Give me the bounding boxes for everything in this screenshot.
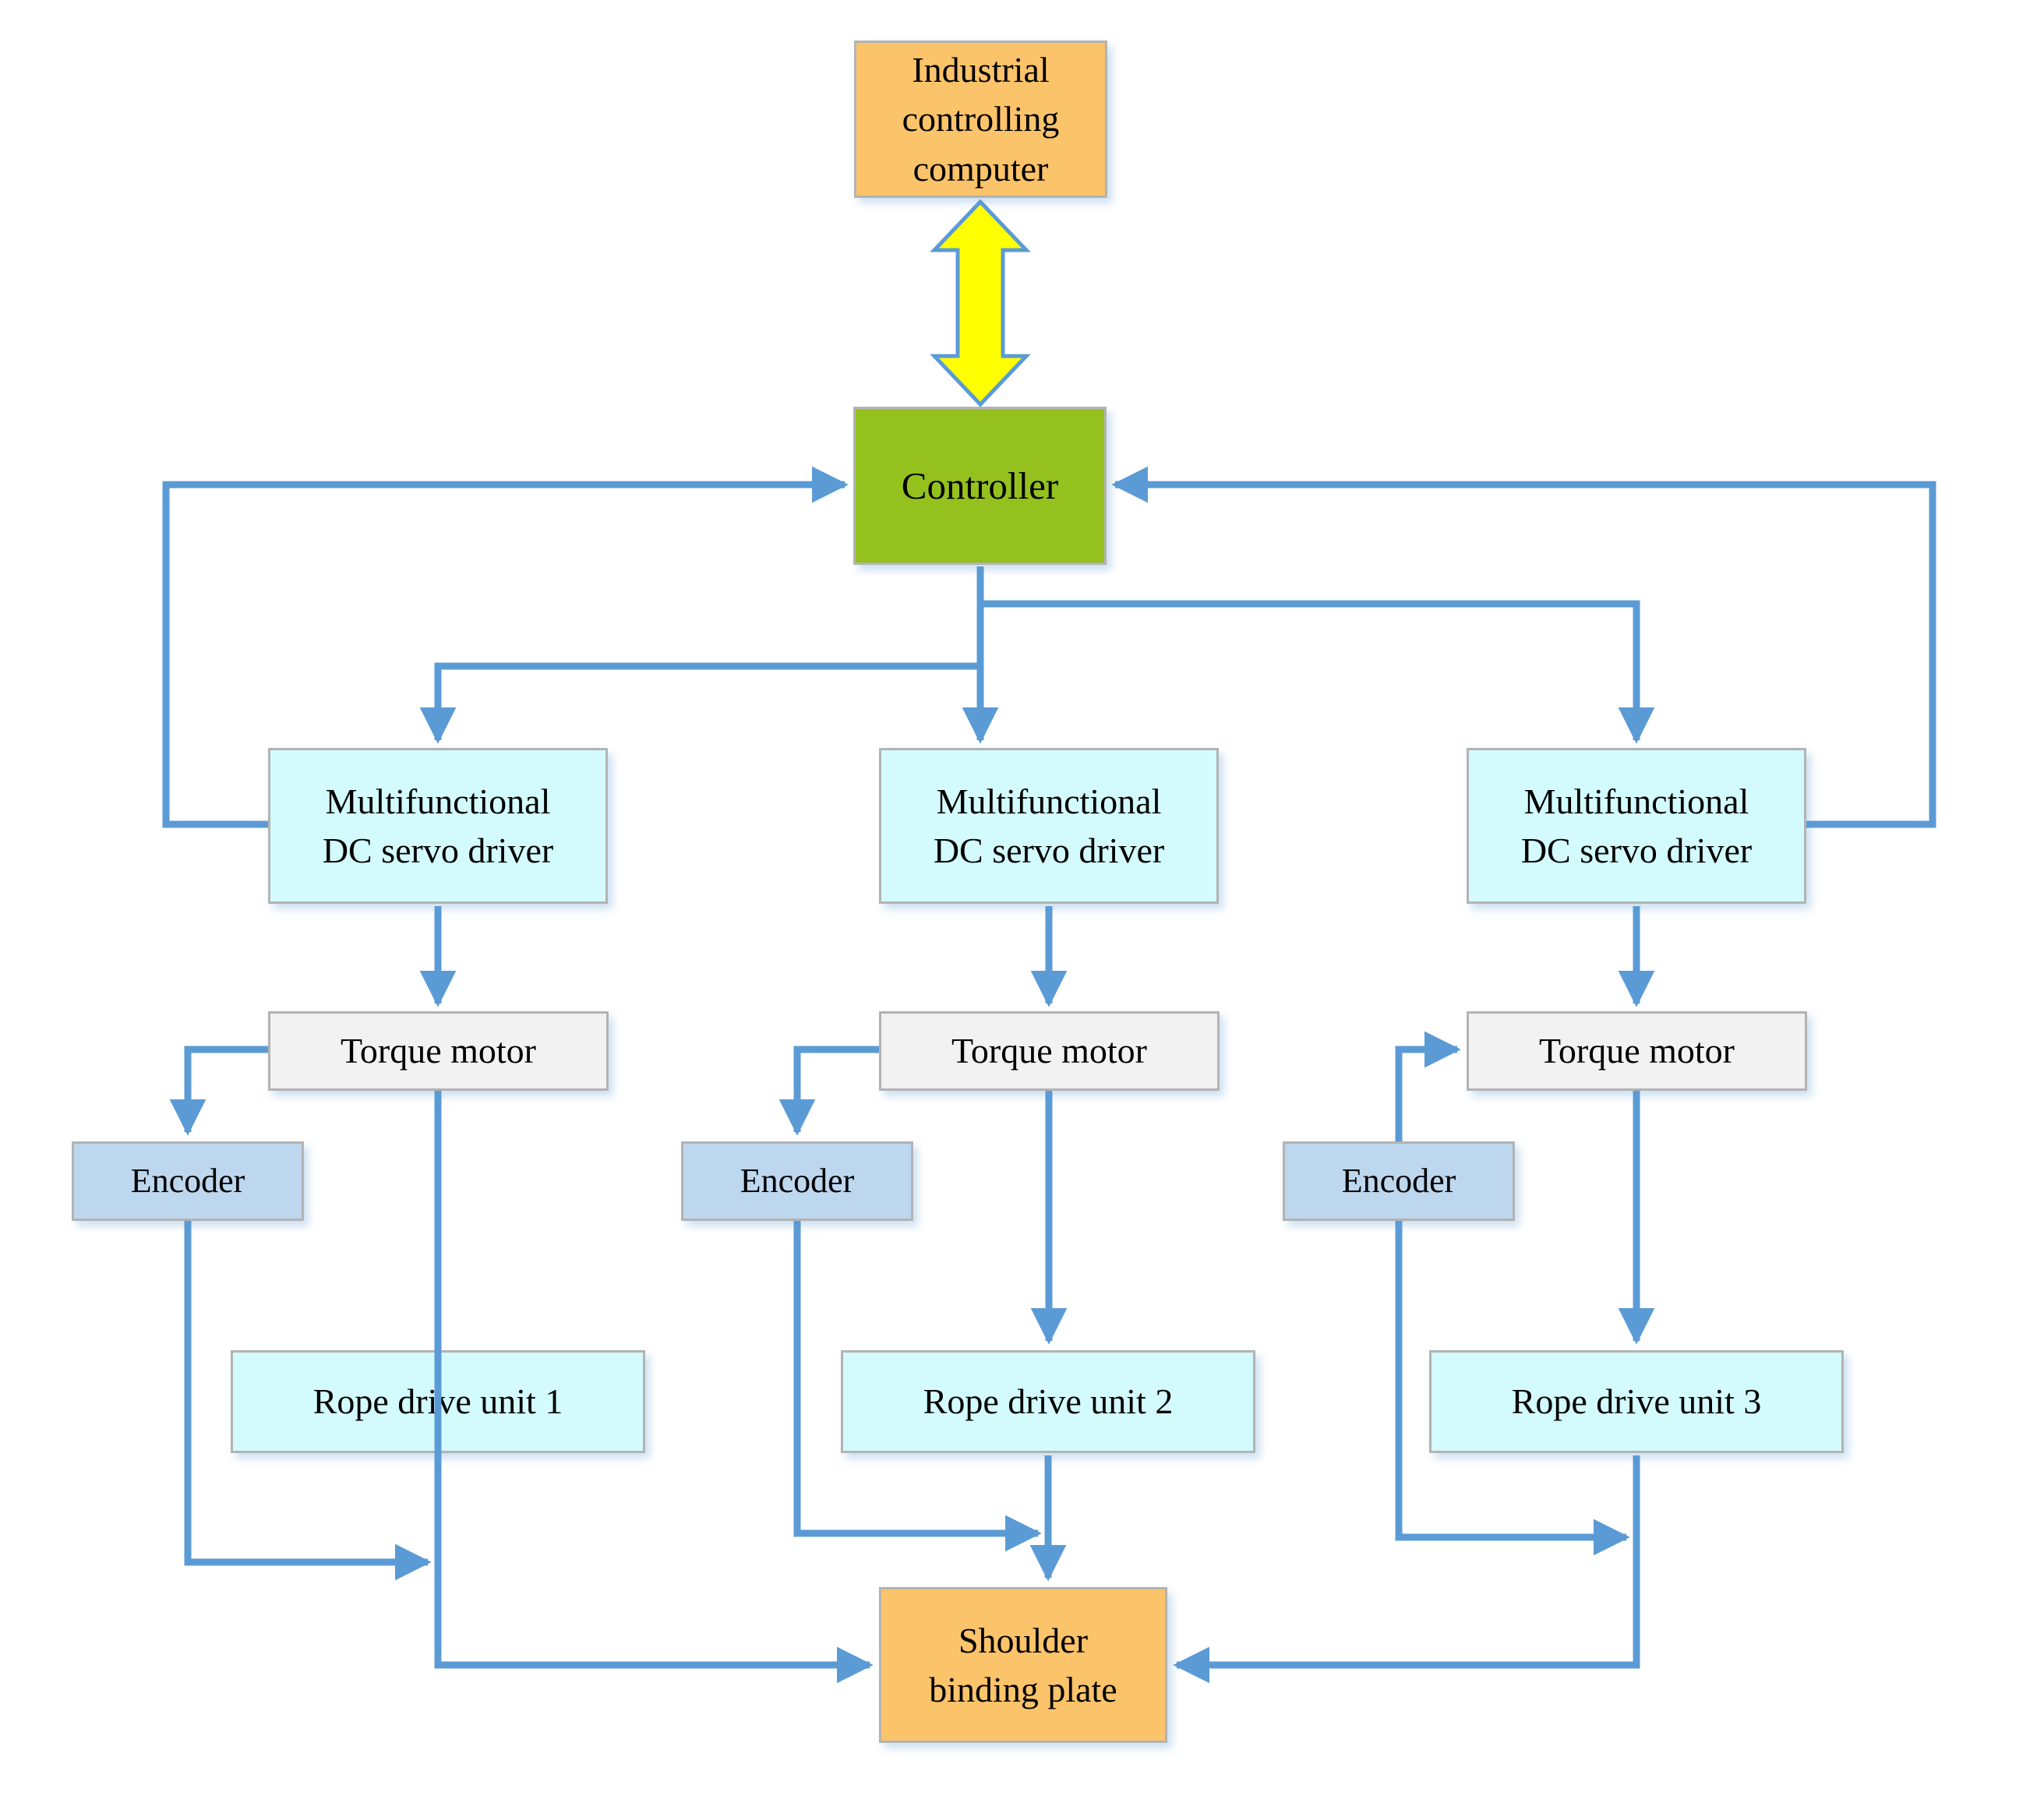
node-label: Shoulder [958, 1620, 1089, 1660]
edge-controller-to-driver3 [977, 600, 1655, 744]
rope-drive-unit-1-box: Rope drive unit 1 [231, 1350, 645, 1453]
node-label: Torque motor [340, 1031, 536, 1071]
controller-box: Controller [853, 407, 1107, 565]
edge-torque2-to-encoder2 [778, 1046, 879, 1136]
node-label: Encoder [130, 1161, 245, 1200]
rope-drive-unit-3-box: Rope drive unit 3 [1429, 1350, 1844, 1453]
node-label: DC servo driver [933, 831, 1165, 870]
node-label: Torque motor [951, 1031, 1147, 1071]
node-label: Torque motor [1538, 1031, 1735, 1071]
shoulder-binding-plate-box: Shoulder binding plate [879, 1587, 1167, 1743]
node-label: Multifunctional [325, 781, 551, 821]
node-label: DC servo driver [322, 831, 554, 870]
bidirectional-arrow-icon [930, 199, 1031, 407]
edge-controller-to-driver1 [419, 662, 983, 744]
encoder-1-box: Encoder [72, 1141, 304, 1221]
rope-drive-unit-2-box: Rope drive unit 2 [841, 1350, 1255, 1453]
node-label: Rope drive unit 1 [312, 1381, 563, 1422]
node-label: Rope drive unit 3 [1511, 1381, 1762, 1422]
edge-encoder3-to-torque3 [1395, 1031, 1461, 1141]
dc-servo-driver-1-box: Multifunctional DC servo driver [268, 748, 608, 904]
torque-motor-2-box: Torque motor [879, 1011, 1220, 1091]
torque-motor-1-box: Torque motor [268, 1011, 609, 1091]
dc-servo-driver-3-box: Multifunctional DC servo driver [1467, 748, 1806, 904]
industrial-controlling-computer-box: Industrial controlling computer [854, 41, 1107, 198]
torque-motor-3-box: Torque motor [1467, 1011, 1807, 1091]
node-label: binding plate [929, 1670, 1117, 1709]
encoder-2-box: Encoder [681, 1141, 913, 1221]
edge-rope3-to-plate-right [1173, 1455, 1640, 1684]
edge-torque1-to-encoder1 [169, 1046, 268, 1136]
node-label: Industrial [912, 49, 1050, 90]
node-label: DC servo driver [1520, 831, 1753, 870]
node-label: computer [913, 148, 1049, 189]
node-label: Controller [901, 464, 1059, 507]
node-label: Encoder [1341, 1161, 1456, 1200]
node-label: controlling [902, 99, 1060, 139]
encoder-3-box: Encoder [1283, 1141, 1515, 1221]
dc-servo-driver-2-box: Multifunctional DC servo driver [879, 748, 1219, 904]
node-label: Encoder [740, 1161, 855, 1200]
node-label: Multifunctional [1523, 781, 1749, 821]
node-label: Rope drive unit 2 [923, 1381, 1174, 1422]
node-label: Multifunctional [936, 781, 1162, 821]
